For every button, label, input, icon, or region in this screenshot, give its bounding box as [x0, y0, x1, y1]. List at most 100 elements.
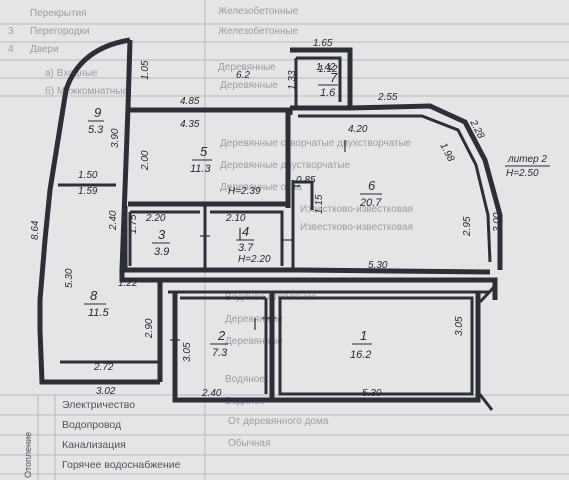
- room-7-a: 6.2: [236, 70, 250, 81]
- room1-outer: [272, 292, 481, 403]
- room-4-area: 3.7: [238, 242, 254, 254]
- room-1-number: 1: [360, 328, 367, 343]
- outer-wall-left: [37, 37, 160, 385]
- mid-text-10: От деревянного дома: [228, 416, 329, 427]
- dim-26: 2.90: [144, 318, 155, 339]
- room-4-number: 4: [242, 224, 249, 239]
- dim-23: 1.75: [128, 214, 139, 234]
- room-8-number: 8: [90, 288, 98, 303]
- room-3-number: 3: [158, 227, 166, 242]
- dim-24: 1.22: [118, 278, 138, 289]
- room1-corner-line: [476, 391, 494, 411]
- dim-11: 1.42: [316, 62, 336, 73]
- room-7-number: 7: [330, 70, 338, 85]
- room6-inner-wall: [298, 114, 492, 263]
- form-row-0-value: Железобетонные: [218, 5, 299, 17]
- dim-17: 0.85: [296, 175, 316, 186]
- dim-8: 8.64: [30, 220, 41, 240]
- mid-text-2: Деревянные окна: [220, 182, 302, 193]
- room-3-area: 3.9: [154, 246, 169, 258]
- room-5-height: H=2.39: [228, 186, 261, 197]
- dim-21: 2.20: [145, 213, 166, 224]
- form-row-1-num: 3: [8, 26, 14, 37]
- room2-outer: [172, 292, 275, 403]
- dim-12: 1.33: [287, 70, 298, 90]
- dim-25: 5.30: [368, 260, 388, 271]
- room-5-area: 11.3: [190, 163, 211, 175]
- footer-row-0: Электричество: [62, 399, 135, 411]
- dim-4: 2.00: [140, 150, 151, 171]
- dim-7: 2.40: [108, 210, 119, 231]
- dim-5: 1.50: [78, 170, 98, 181]
- walls: [37, 37, 503, 411]
- room-6-area: 20.7: [359, 197, 382, 209]
- mid-text-4: Известково-известковая: [300, 222, 413, 233]
- dim-19: 3.00: [492, 212, 503, 232]
- dim-14: 4.20: [348, 124, 368, 135]
- background-form-middle: Деревянные створчатые двухстворчатые Дер…: [220, 138, 413, 449]
- dim-6: 1.59: [78, 186, 98, 197]
- room7-wall: [290, 47, 353, 108]
- doors: [170, 140, 346, 341]
- form-row-3-value: Деревянные: [220, 80, 278, 91]
- room-7-ref: 1.12: [318, 64, 338, 75]
- dim-2: 4.35: [180, 119, 200, 130]
- dim-10: 1.65: [313, 38, 333, 49]
- form-row-1-value: Железобетонные: [218, 25, 299, 37]
- dim-27: 3.05: [182, 342, 193, 362]
- dim-20: 2.95: [462, 216, 473, 237]
- dim-22: 2.10: [225, 213, 246, 224]
- dim-13: 2.55: [377, 92, 398, 103]
- mid-text-8: Водяное: [225, 374, 265, 385]
- dim-0: 1.05: [140, 60, 151, 80]
- room1-2-top-wall: [160, 277, 498, 300]
- dim-32: 5.30: [362, 388, 382, 399]
- dim-28: 3.05: [454, 316, 465, 336]
- room-2-area: 7.3: [212, 347, 228, 359]
- room7-inner-wall: [296, 56, 342, 102]
- dim-31: 2.40: [201, 388, 222, 399]
- room-1-area: 16.2: [350, 349, 371, 361]
- form-row-0-label: Перекрытия: [30, 8, 87, 19]
- footer-vertical-label: Отопление: [23, 432, 33, 478]
- room-8-area: 11.5: [88, 307, 109, 319]
- dim-3: 3.90: [110, 128, 121, 148]
- mid-text-3: Известково-известковая: [300, 204, 413, 215]
- form-row-2-value: Деревянные: [218, 62, 276, 73]
- form-row-4-label: б) Межкомнатные: [45, 85, 128, 97]
- room4-inner: [210, 210, 284, 266]
- room-9-number: 9: [94, 105, 101, 120]
- footer-row-1: Водопровод: [62, 419, 121, 431]
- form-row-2-num: 4: [8, 44, 14, 55]
- room-4-height: H=2.20: [238, 254, 271, 265]
- room-5-number: 5: [200, 144, 208, 159]
- dim-29: 2.72: [93, 362, 114, 373]
- form-row-1-label: Перегородки: [30, 26, 90, 37]
- room3-inner: [128, 210, 200, 266]
- room1-inner: [278, 296, 474, 396]
- room-6-note: литер 2: [507, 154, 547, 165]
- dim-9: 5.30: [64, 268, 75, 288]
- background-form-footer: Электричество Водопровод Канализация Гор…: [23, 399, 181, 478]
- footer-row-2: Канализация: [62, 439, 126, 451]
- room2-inner: [180, 296, 268, 394]
- room-2-number: 2: [217, 328, 226, 343]
- dim-1: 4.85: [180, 96, 200, 107]
- room-7-area: 1.6: [320, 87, 336, 99]
- room-labels: 9 5.3 5 11.3 H=2.39 6 20.7 литер 2 H=2.5…: [84, 64, 550, 361]
- dimensions: 1.05 4.85 4.35 3.90 2.00 1.50 1.59 2.40 …: [30, 38, 503, 399]
- mid-text-0: Деревянные створчатые двухстворчатые: [220, 138, 412, 149]
- room3-left-bottom: [122, 206, 300, 273]
- room-6-height: H=2.50: [506, 168, 539, 179]
- room-9-area: 5.3: [88, 124, 104, 136]
- form-row-2-label: Двери: [30, 44, 59, 55]
- mid-text-11: Обычная: [228, 437, 270, 449]
- footer-row-3: Горячее водоснабжение: [62, 459, 181, 471]
- room1-corner-line-top: [478, 284, 497, 304]
- room-6-number: 6: [368, 178, 376, 193]
- mid-text-6: Деревянные: [225, 314, 283, 325]
- room6-nook: [293, 180, 314, 210]
- mid-text-7: Деревянные: [225, 336, 283, 347]
